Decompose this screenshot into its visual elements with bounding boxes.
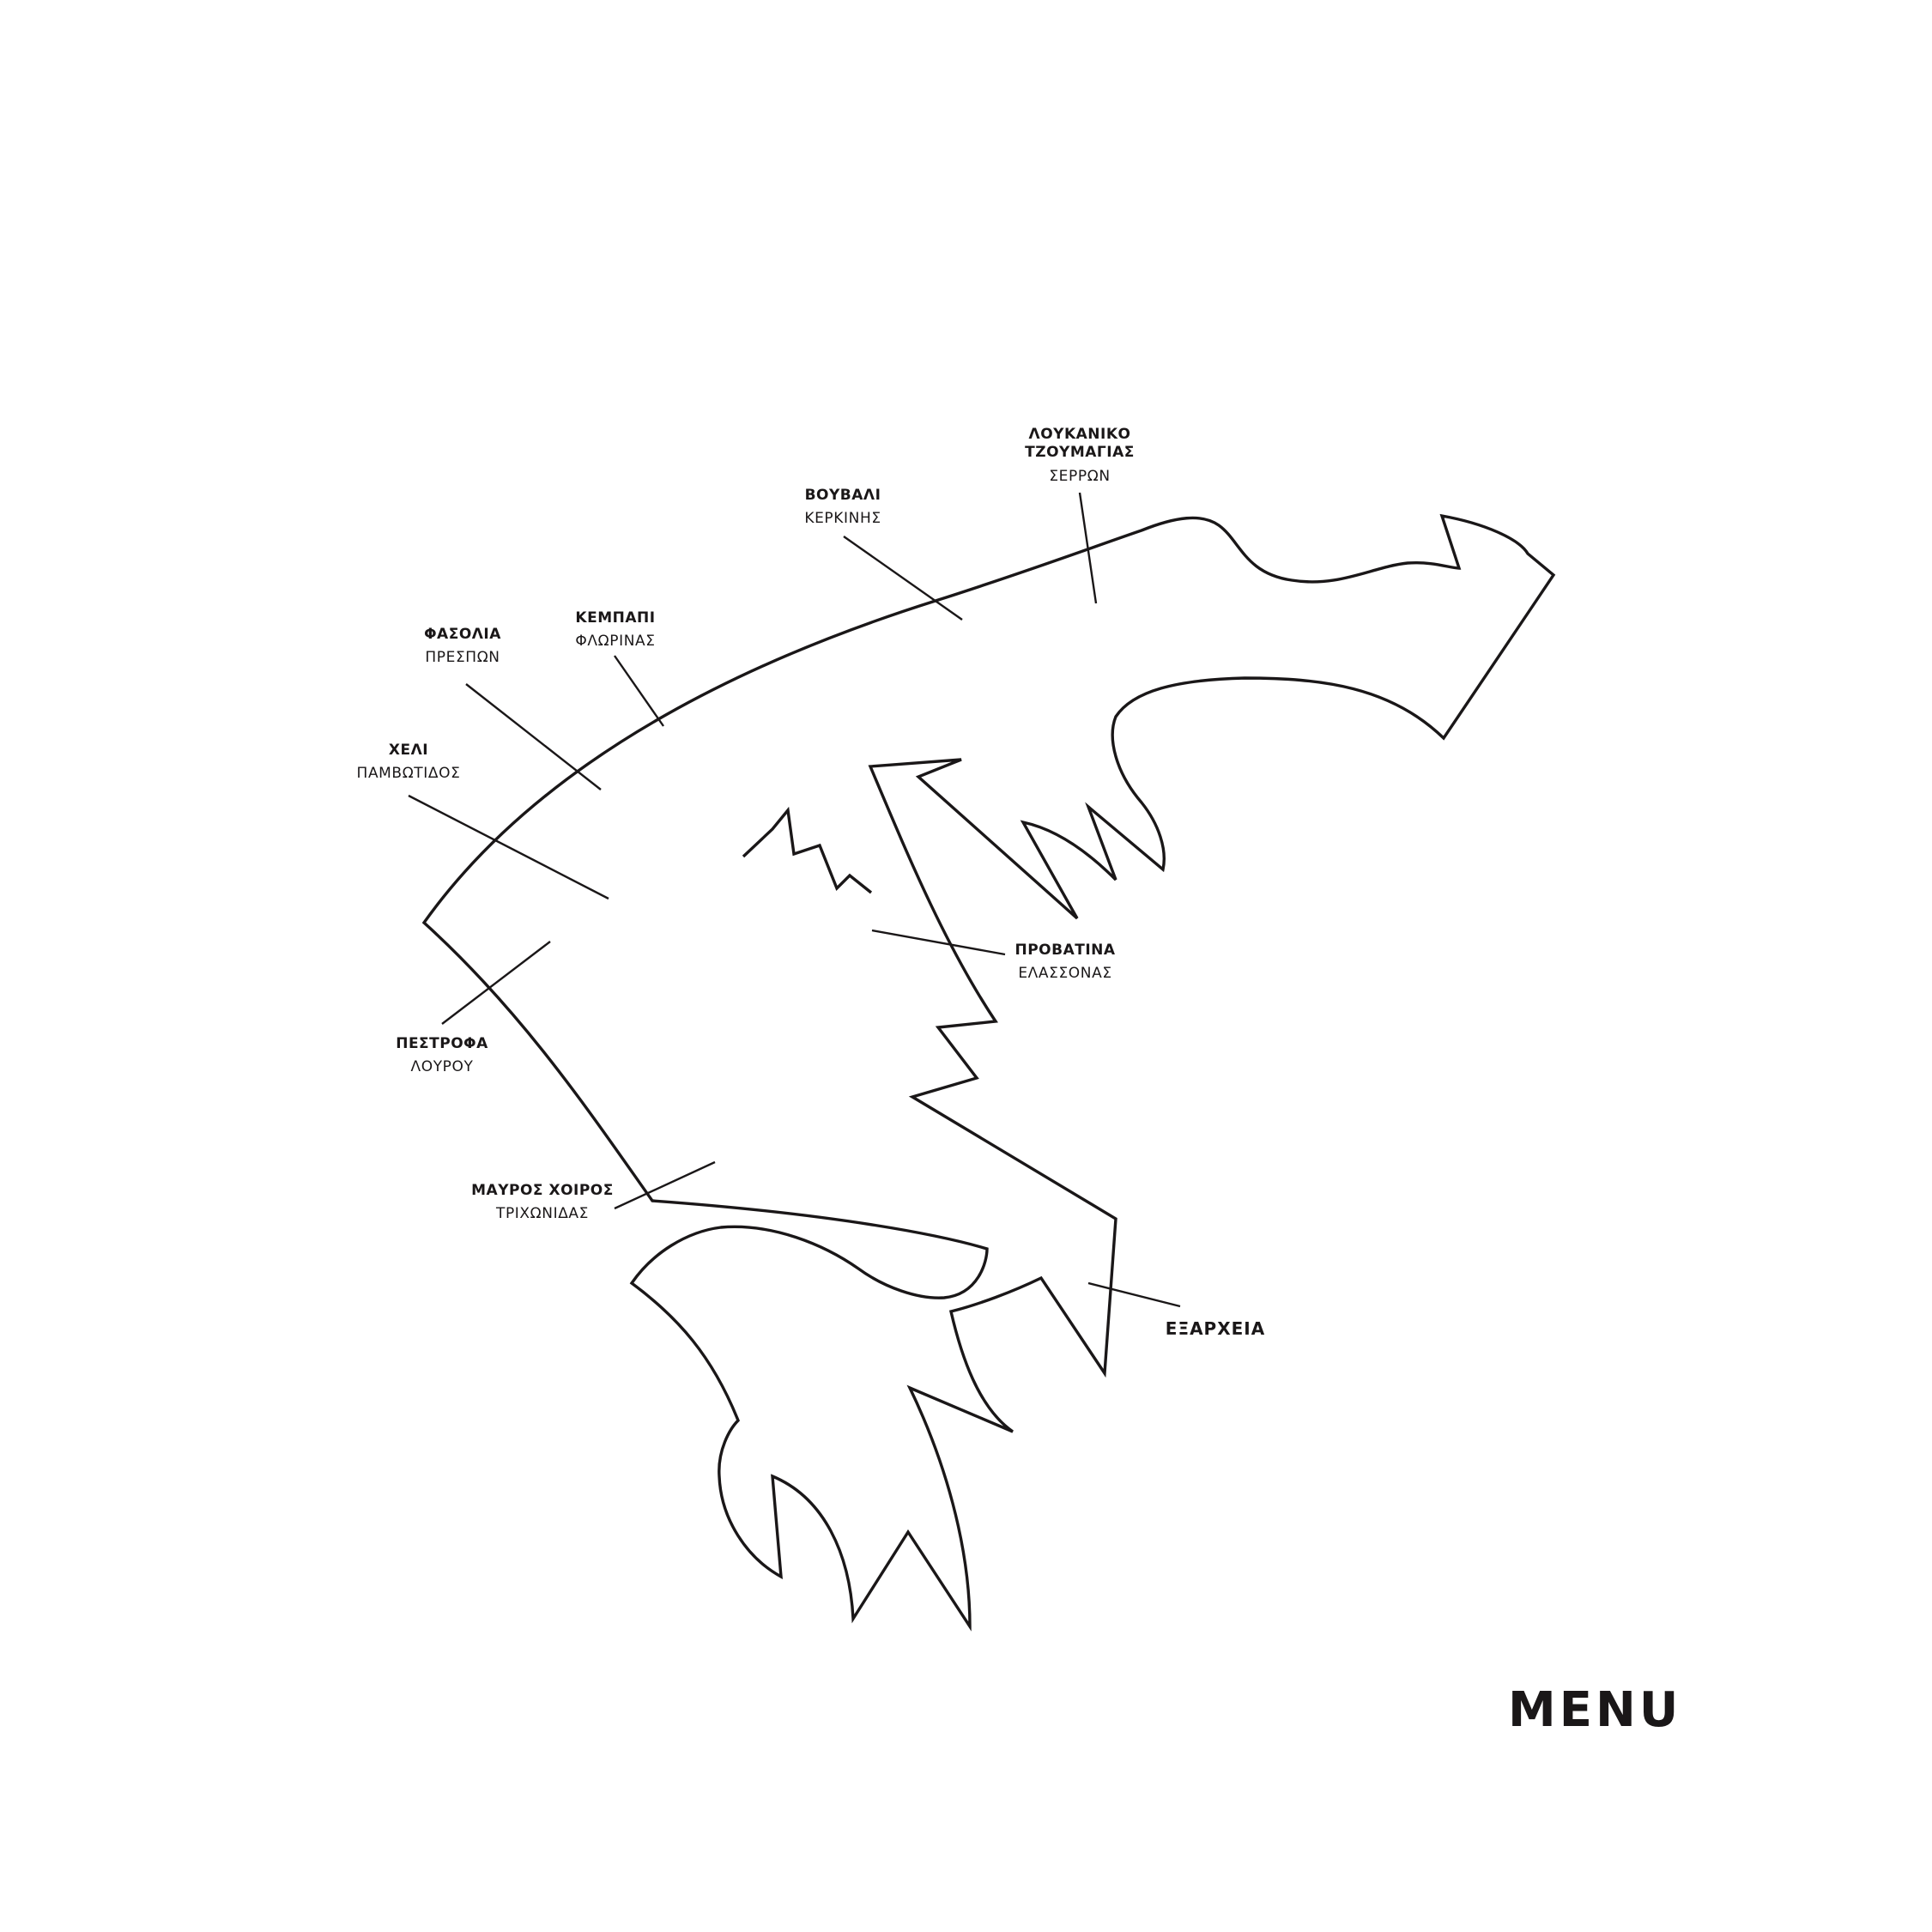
menu-title[interactable]: MENU <box>1508 1682 1682 1738</box>
leader-kempapi <box>614 655 664 727</box>
item-name: ΕΞΑΡΧΕΙΑ <box>1165 1318 1266 1339</box>
leader-provatina <box>871 929 1006 956</box>
label-vouvali[interactable]: ΒΟΥΒΑΛΙ ΚΕΡΚΙΝΗΣ <box>804 487 881 529</box>
item-origin: ΚΕΡΚΙΝΗΣ <box>804 510 881 528</box>
label-kempapi[interactable]: ΚΕΜΠΑΠΙ ΦΛΩΡΙΝΑΣ <box>575 609 655 651</box>
leader-vouvali <box>843 536 963 621</box>
leader-mavros <box>614 1160 716 1210</box>
item-origin: ΤΡΙΧΩΝΙΔΑΣ <box>495 1205 590 1223</box>
leader-fasolia <box>465 683 602 790</box>
greece-outline <box>421 513 1556 1632</box>
item-name: ΒΟΥΒΑΛΙ <box>804 487 881 504</box>
leader-cheli <box>408 794 609 900</box>
leader-lines <box>408 492 1181 1308</box>
inner-ridge-outline <box>742 806 873 894</box>
label-mavros-choiros[interactable]: ΜΑΥΡΟΣ ΧΟΙΡΟΣ ΤΡΙΧΩΝΙΔΑΣ <box>471 1182 614 1224</box>
item-origin: ΕΛΑΣΣΟΝΑΣ <box>1018 965 1112 983</box>
item-name: ΧΕΛΙ <box>388 742 429 759</box>
item-name: ΛΟΥΚΑΝΙΚΟ <box>1028 426 1131 443</box>
item-name: ΠΡΟΒΑΤΙΝΑ <box>1014 942 1116 959</box>
leader-pestrofa <box>441 941 551 1025</box>
label-pestrofa[interactable]: ΠΕΣΤΡΟΦΑ ΛΟΥΡΟΥ <box>396 1035 488 1077</box>
label-provatina[interactable]: ΠΡΟΒΑΤΙΝΑ ΕΛΑΣΣΟΝΑΣ <box>1014 942 1115 984</box>
mainland-outline <box>421 513 1556 1632</box>
item-name: ΤΖΟΥΜΑΓΙΑΣ <box>1025 444 1135 462</box>
item-origin: ΛΟΥΡΟΥ <box>410 1058 474 1076</box>
item-name: ΚΕΜΠΑΠΙ <box>575 609 656 627</box>
leader-exarcheia <box>1087 1281 1181 1308</box>
label-loukaniko[interactable]: ΛΟΥΚΑΝΙΚΟ ΤΖΟΥΜΑΓΙΑΣ ΣΕΡΡΩΝ <box>1025 426 1135 486</box>
item-origin: ΦΛΩΡΙΝΑΣ <box>575 633 656 651</box>
item-name: ΦΑΣΟΛΙΑ <box>424 626 501 643</box>
item-origin: ΠΡΕΣΠΩΝ <box>425 649 500 667</box>
label-exarcheia[interactable]: ΕΞΑΡΧΕΙΑ <box>1166 1318 1265 1340</box>
item-origin: ΣΕΡΡΩΝ <box>1049 467 1111 485</box>
item-origin: ΠΑΜΒΩΤΙΔΟΣ <box>356 765 461 783</box>
item-name: ΜΑΥΡΟΣ ΧΟΙΡΟΣ <box>471 1182 614 1199</box>
leader-loukaniko <box>1078 492 1098 604</box>
item-name: ΠΕΣΤΡΟΦΑ <box>396 1035 488 1052</box>
label-fasolia[interactable]: ΦΑΣΟΛΙΑ ΠΡΕΣΠΩΝ <box>424 626 501 668</box>
label-cheli[interactable]: ΧΕΛΙ ΠΑΜΒΩΤΙΔΟΣ <box>357 742 461 784</box>
